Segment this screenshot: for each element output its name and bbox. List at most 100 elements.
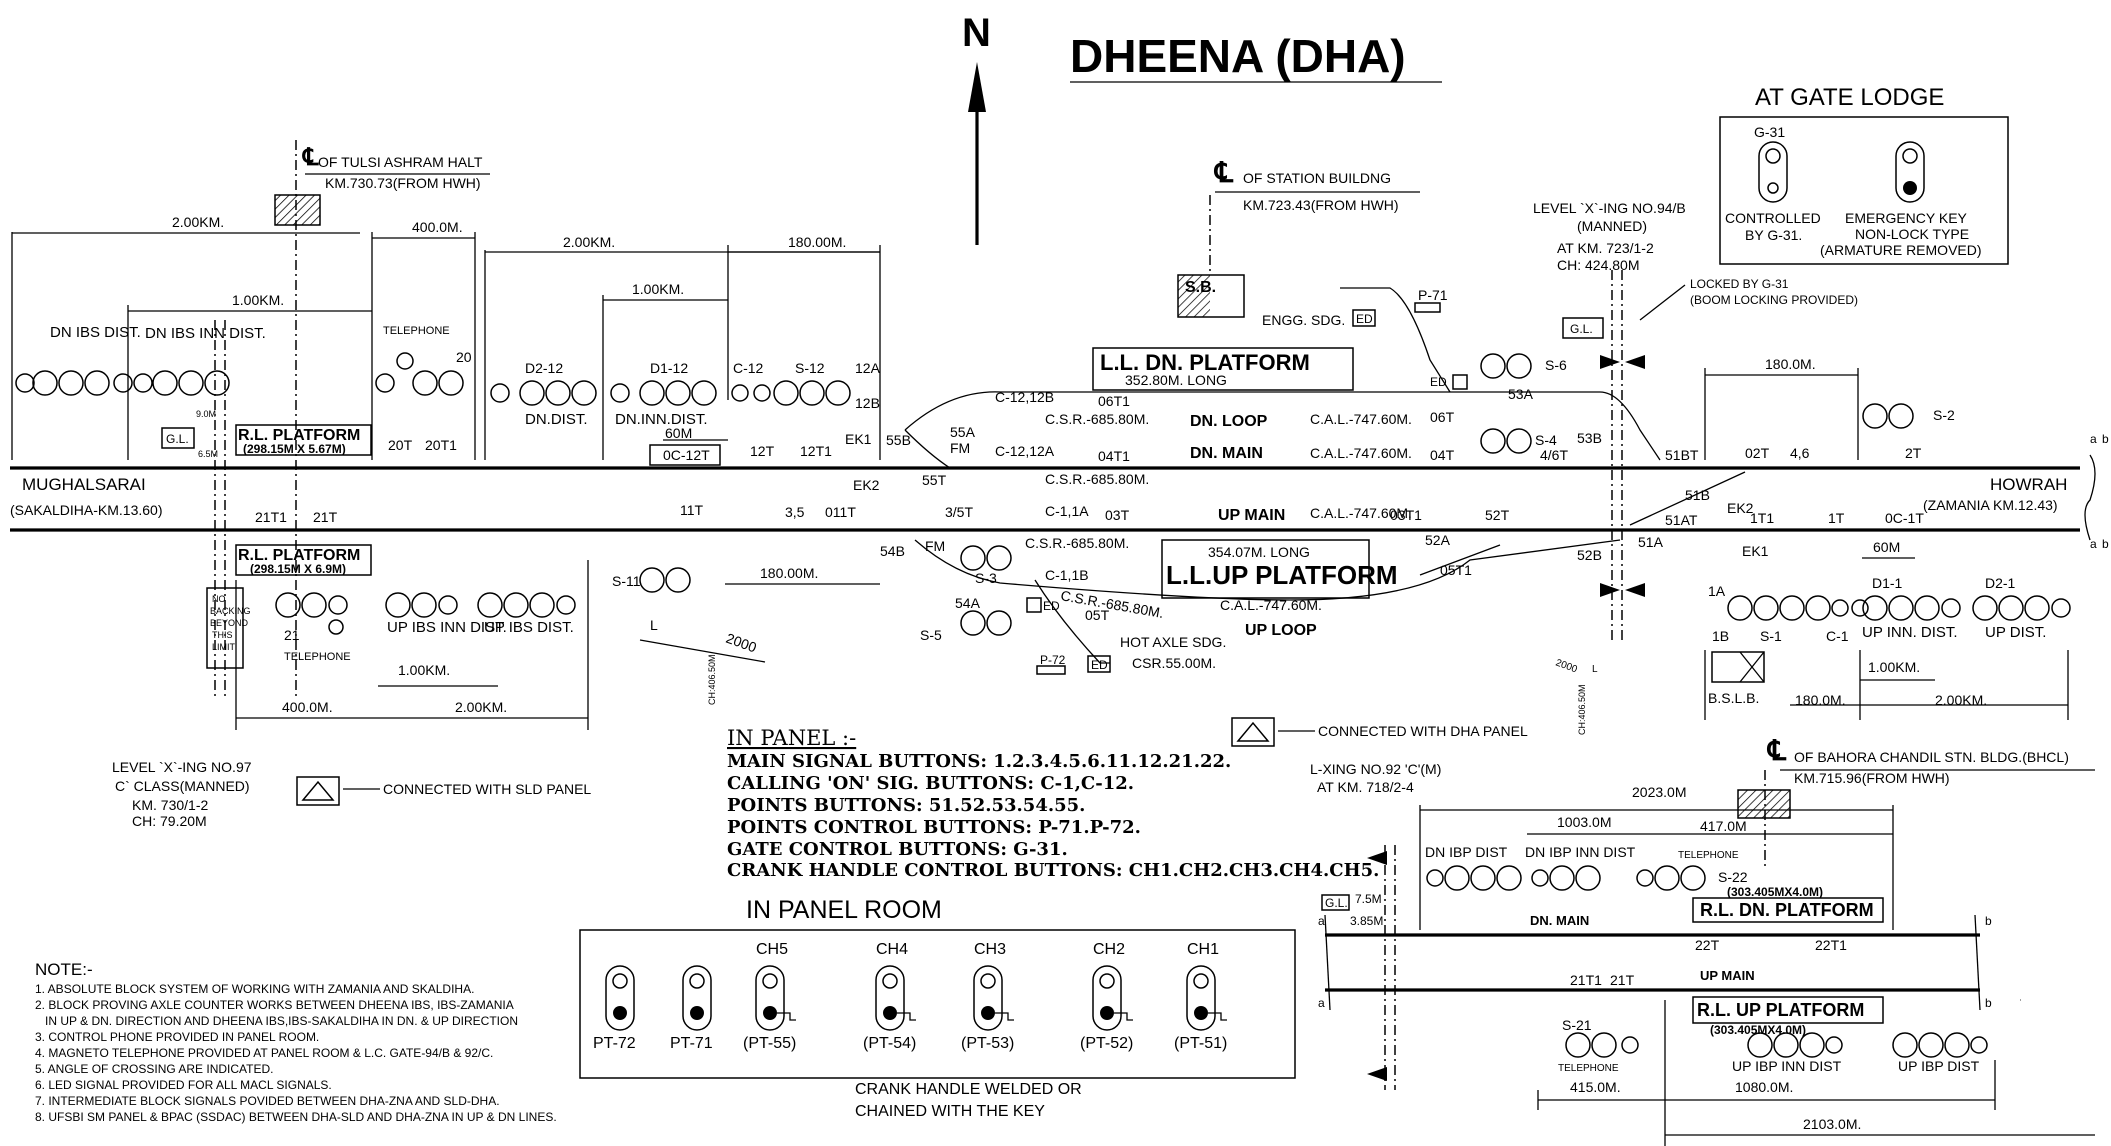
dn-dist-label: DN.DIST. [525,411,588,428]
station-building-label: S.B. [1185,279,1216,296]
instrument-crank-wire [777,1012,796,1021]
dn-loop-label: DN. LOOP [1190,413,1268,430]
ll-dn-platform [1092,347,1354,391]
signal-12b-label: 12B [855,395,880,411]
rl-up-r-label: R.L. UP PLATFORM [1697,1000,1864,1020]
instrument-dial [762,973,778,989]
lc94-line3: AT KM. 723/1-2 [1557,240,1654,256]
lc94-line4: CH: 424.80M [1557,257,1639,273]
track-20T1: 20T1 [425,437,457,453]
instrument-key [763,1006,777,1020]
signal-1b-label: 1B [1712,628,1729,644]
hot-axle-label: HOT AXLE SDG. [1120,634,1226,650]
dim-1km-b-label: 1.00KM. [632,281,684,297]
csr-dn-loop: C.S.R.-685.80M. [1045,411,1149,427]
track-L-b: L [1592,664,1598,675]
p72-label: P-72 [1040,653,1066,667]
dn-loop-turnout [904,429,951,469]
gate-lodge-box [1719,116,2009,265]
no-backing-box [206,587,244,669]
track-51A: 51A [1638,534,1664,550]
connected-dha: CONNECTED WITH DHA PANEL [1318,723,1528,739]
signal-21 [275,592,348,635]
signal-d1-12-label: D1-12 [650,360,688,376]
dim-1km-d-label: 1.00KM. [1868,659,1920,675]
instrument-bottom-label: PT-71 [670,1035,713,1052]
instrument-crank-wire [1114,1012,1133,1021]
station-cl-name: OF STATION BUILDNG [1243,170,1391,186]
track-03T1: 03T1 [1390,507,1422,523]
left-station-sub: (SAKALDIHA-KM.13.60) [10,502,163,518]
track-C-12-12A: C-12,12A [995,443,1055,459]
engg-siding-label: ENGG. SDG. [1262,312,1345,328]
dim-2km-a-label: 2.00KM. [172,214,224,230]
hot-axle-siding [1034,579,1110,664]
panel-instrument: CH3(PT-53) [961,941,1014,1052]
ll-up-platform-len: 354.07M. LONG [1208,544,1310,560]
bslb-label: B.S.L.B. [1708,690,1759,706]
instrument-top-label: CH2 [1093,941,1125,958]
dim-2km-b-label: 2.00KM. [563,234,615,250]
rl-platform-bot-dim: (298.15M X 6.9M) [250,562,346,576]
lc92-gate-top [1367,851,1387,865]
gl-label-right: G.L. [1570,322,1593,336]
instrument-dial [689,973,705,989]
up-ibp-dist-label: UP IBP DIST [1898,1058,1980,1074]
track-EK1-r: EK1 [1742,543,1769,559]
in-panel-line: MAIN SIGNAL BUTTONS: 1.2.3.4.5.6.11.12.2… [727,751,1231,772]
signal-12a-label: 12A [855,360,881,376]
csr-up-main: C.S.R.-685.80M. [1025,535,1129,551]
dim-7-5m: 7.5M [1355,892,1382,906]
cal-up-main: C.A.L.-747.60M. [1310,505,1412,521]
rl-platform-bot-label: R.L. PLATFORM [238,547,360,564]
end-mark-a2: a [2090,537,2097,551]
dim-417-label: 417.0M [1700,818,1747,834]
rl-dn-r-label: R.L. DN. PLATFORM [1700,900,1874,920]
dn-ibp-dist-label: DN IBP DIST [1425,844,1508,860]
up-inn-dist-label: UP INN. DIST. [1862,624,1958,641]
dim-1km-a-label: 1.00KM. [232,292,284,308]
signal-s-5 [960,610,1012,636]
in-panel-line: GATE CONTROL BUTTONS: G-31. [727,839,1068,860]
engg-siding [1340,287,1451,393]
signal-up-ibs-inn [385,592,458,618]
signal-s-21-r-label: S-21 [1562,1017,1592,1033]
track-22T1: 22T1 [1815,937,1847,953]
in-panel-line: POINTS CONTROL BUTTONS: P-71.P-72. [727,817,1141,838]
dim-60-a-label: 60M [665,425,692,441]
track-04T: 04T [1430,447,1455,463]
instrument-case [682,965,712,1031]
signal-s-12 [731,380,851,406]
track-3-5: 3,5 [785,504,805,520]
signal-21-label: 21 [284,627,300,643]
rl-platform-bot [235,544,372,576]
no-backing-2: BACKING [210,606,251,616]
track-06T: 06T [1430,409,1455,425]
signal-s-3 [960,545,1012,571]
dn-ibp-inn-label: DN IBP INN DIST [1525,844,1636,860]
telephone-label-4: TELEPHONE [1558,1063,1619,1074]
track-FM-2: FM [925,538,945,554]
end-scroll [2084,454,2096,541]
track-52T: 52T [1485,507,1510,523]
right-station: HOWRAH [1990,475,2067,494]
gate-lodge-key-1 [1767,182,1779,194]
rl-dn-r-platform [1692,897,1884,923]
instrument-dial [612,973,628,989]
csr-dn-main: C.S.R.-685.80M. [1045,471,1149,487]
track-0C-12T: 0C-12T [663,447,710,463]
track-03T: 03T [1105,507,1130,523]
note-item: 4. MAGNETO TELEPHONE PROVIDED AT PANEL R… [35,1046,493,1060]
gate-lodge-instrument-2 [1895,141,1925,203]
telephone-label-2: TELEPHONE [284,651,351,663]
in-panel-list: MAIN SIGNAL BUTTONS: 1.2.3.4.5.6.11.12.2… [727,751,1379,881]
end-mark-a3: a [1318,914,1325,928]
connected-sld: CONNECTED WITH SLD PANEL [383,781,591,797]
instrument-bottom-label: (PT-53) [961,1035,1014,1052]
dim-2km-d-label: 2.00KM. [1935,692,1987,708]
dn-loop-track [904,391,1661,461]
signal-d1-12 [610,380,717,406]
ed-box-3 [1026,597,1042,613]
signal-c-12-label: C-12 [733,360,764,376]
locked-leader [1639,284,1686,321]
